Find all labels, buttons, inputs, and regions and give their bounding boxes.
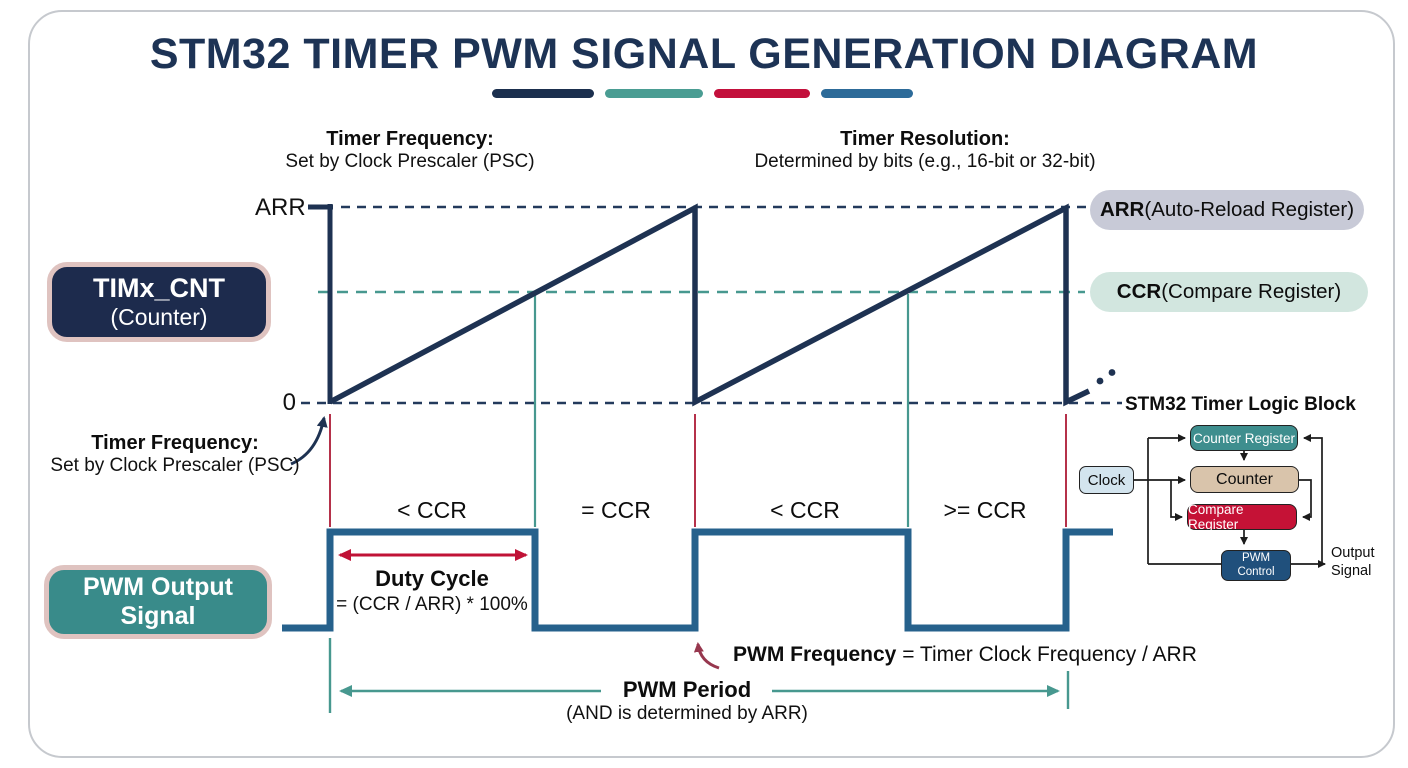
timer-frequency-left-heading: Timer Frequency: xyxy=(91,432,259,454)
timer-frequency-note-left: Timer Frequency: Set by Clock Prescaler … xyxy=(20,432,330,477)
counter-sawtooth-wave xyxy=(328,203,1091,407)
page-title: STM32 TIMER PWM SIGNAL GENERATION DIAGRA… xyxy=(149,30,1259,78)
underline-bar-teal xyxy=(605,89,703,98)
duty-cycle-formula: = (CCR / ARR) * 100% xyxy=(336,594,528,615)
pwm-square-wave xyxy=(282,528,1113,632)
logic-clock-box: Clock xyxy=(1079,466,1134,494)
output-signal-label: Output Signal xyxy=(1331,544,1401,580)
pwm-frequency-note: PWM Frequency = Timer Clock Frequency / … xyxy=(733,643,1197,667)
timer-frequency-body: Set by Clock Prescaler (PSC) xyxy=(285,151,535,172)
pwm-frequency-curved-arrow xyxy=(693,642,720,670)
timer-frequency-note-top: Timer Frequency: Set by Clock Prescaler … xyxy=(250,128,570,173)
wire-to-compare-register xyxy=(1170,480,1183,521)
ccr-pill-rest: (Compare Register) xyxy=(1161,280,1342,303)
wire-feedback-to-counterreg xyxy=(1303,434,1323,564)
continuation-dot-2 xyxy=(1108,369,1116,376)
arr-axis-label: ARR xyxy=(255,194,306,221)
counter-plot-lines xyxy=(290,203,1122,527)
arr-pill-rest: (Auto-Reload Register) xyxy=(1144,198,1355,221)
segment-label-lt-ccr-1: < CCR xyxy=(397,497,467,523)
pwm-control-line2: Control xyxy=(1237,565,1275,578)
arr-pill-bold: ARR xyxy=(1099,198,1145,221)
output-signal-line2: Signal xyxy=(1331,563,1372,580)
timx-cnt-badge-sub: (Counter) xyxy=(110,304,208,331)
duty-cycle-heading: Duty Cycle xyxy=(375,566,489,591)
wire-counter-to-compare xyxy=(1299,479,1312,521)
segment-label-lt-ccr-2: < CCR xyxy=(770,497,840,523)
continuation-dot-1 xyxy=(1096,377,1104,385)
logic-counter-register-box: Counter Register xyxy=(1190,425,1298,451)
timer-resolution-note: Timer Resolution: Determined by bits (e.… xyxy=(735,128,1115,173)
segment-label-eq-ccr: = CCR xyxy=(581,497,651,523)
ccr-register-pill: CCR (Compare Register) xyxy=(1090,272,1368,312)
timer-resolution-body: Determined by bits (e.g., 16-bit or 32-b… xyxy=(754,151,1096,172)
timx-cnt-badge-title: TIMx_CNT xyxy=(92,273,225,304)
timer-frequency-left-body: Set by Clock Prescaler (PSC) xyxy=(50,455,300,476)
timx-cnt-badge: TIMx_CNT (Counter) xyxy=(47,262,271,342)
zero-axis-label: 0 xyxy=(282,389,296,416)
timer-resolution-heading: Timer Resolution: xyxy=(840,128,1010,150)
pwm-output-badge-sub: Signal xyxy=(120,602,196,630)
pwm-output-badge: PWM Output Signal xyxy=(44,565,272,639)
segment-label-gte-ccr: >= CCR xyxy=(943,497,1027,523)
pwm-period-heading: PWM Period xyxy=(622,677,752,702)
logic-compare-register-box: Compare Register xyxy=(1187,502,1297,532)
pwm-period-sub: (AND is determined by ARR) xyxy=(566,703,808,724)
underline-bar-navy xyxy=(492,89,594,98)
underline-bar-steel xyxy=(821,89,913,98)
logic-block-wires xyxy=(1134,434,1326,568)
pwm-output-badge-title: PWM Output xyxy=(83,573,233,602)
logic-block-title: STM32 Timer Logic Block xyxy=(1125,394,1356,415)
pwm-waveform-lines xyxy=(282,528,1113,713)
logic-pwm-control-box: PWM Control xyxy=(1221,550,1291,581)
title-underline-bars xyxy=(492,89,913,98)
logic-counter-box: Counter xyxy=(1190,466,1299,493)
pwm-frequency-bold: PWM Frequency xyxy=(733,643,897,666)
output-signal-line1: Output xyxy=(1331,545,1375,561)
underline-bar-crimson xyxy=(714,89,810,98)
duty-cycle-note: Duty Cycle = (CCR / ARR) * 100% xyxy=(312,566,552,616)
pwm-control-line1: PWM xyxy=(1241,552,1271,565)
timer-frequency-curved-arrow xyxy=(290,416,328,466)
pwm-frequency-rest: = Timer Clock Frequency / ARR xyxy=(896,643,1197,666)
arr-register-pill: ARR (Auto-Reload Register) xyxy=(1090,190,1364,230)
ccr-pill-bold: CCR xyxy=(1116,280,1162,303)
timer-frequency-heading: Timer Frequency: xyxy=(326,128,494,150)
